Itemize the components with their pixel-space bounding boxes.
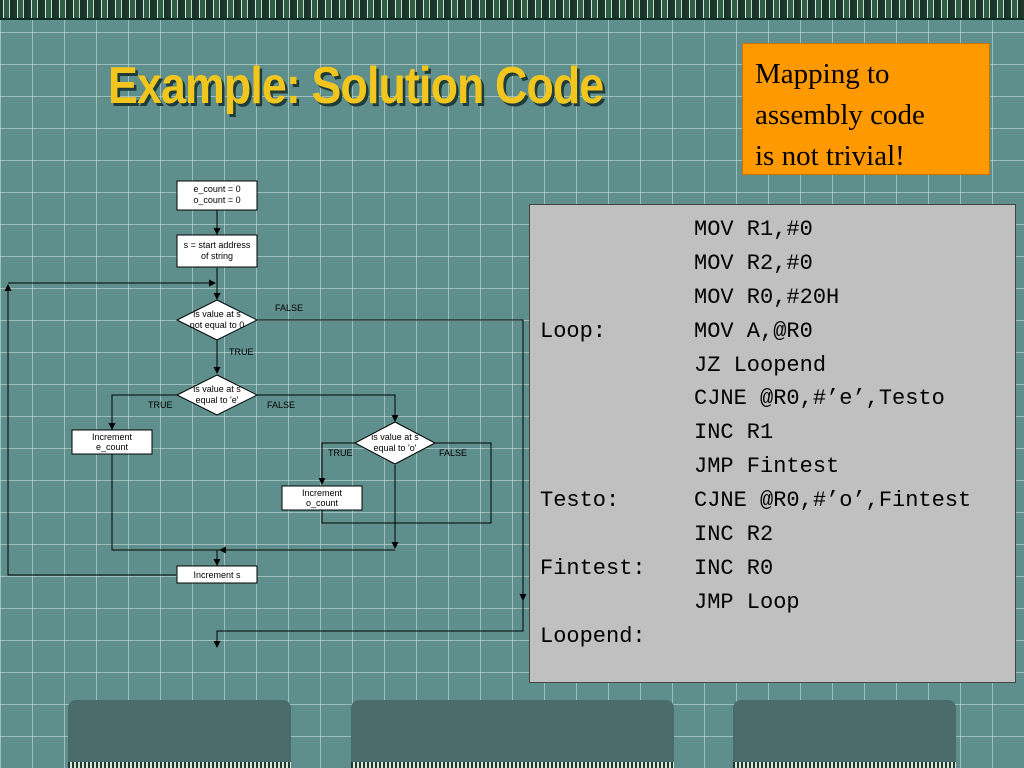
decision-equal-o-text: equal to 'o' bbox=[374, 443, 417, 453]
init-text: e_count = 0 bbox=[193, 184, 240, 194]
true-label: TRUE bbox=[328, 448, 353, 458]
circuit-board-banner bbox=[0, 0, 1024, 20]
mapping-note: Mapping to assembly code is not trivial! bbox=[742, 43, 990, 175]
true-label: TRUE bbox=[148, 400, 173, 410]
footer-panel-center bbox=[351, 700, 674, 768]
code-instruction: INC R2 bbox=[694, 522, 774, 547]
footer-panel-left bbox=[68, 700, 291, 768]
code-instruction: MOV R0,#20H bbox=[694, 285, 840, 310]
code-instruction: INC R1 bbox=[694, 420, 774, 445]
footer-panel-right bbox=[733, 700, 956, 768]
true-label: TRUE bbox=[229, 347, 254, 357]
start-address-text: s = start address bbox=[184, 240, 251, 250]
decision-equal-e-text: is value at s bbox=[193, 384, 241, 394]
increment-e-text: Increment bbox=[92, 432, 133, 442]
increment-o-text: Increment bbox=[302, 488, 343, 498]
code-instruction: MOV R2,#0 bbox=[694, 251, 813, 276]
note-line: assembly code bbox=[755, 99, 925, 131]
note-line: is not trivial! bbox=[755, 140, 905, 172]
increment-s-box bbox=[176, 565, 258, 584]
code-instruction: CJNE @R0,#’e’,Testo bbox=[694, 386, 945, 411]
code-label: Loopend: bbox=[540, 624, 646, 649]
increment-o-text: o_count bbox=[306, 498, 339, 508]
init-text: o_count = 0 bbox=[193, 195, 240, 205]
assembly-code-panel: MOV R1,#0 MOV R2,#0 MOV R0,#20H Loop: MOV… bbox=[529, 204, 1016, 683]
code-instruction: JMP Loop bbox=[694, 590, 800, 615]
false-label: FALSE bbox=[275, 303, 303, 313]
code-instruction: INC R0 bbox=[694, 556, 774, 581]
increment-e-box bbox=[71, 429, 153, 455]
code-instruction: MOV A,@R0 bbox=[694, 319, 813, 344]
start-address-box bbox=[176, 234, 258, 268]
decision-equal-e bbox=[175, 374, 259, 416]
code-label: Fintest: bbox=[540, 556, 646, 581]
start-address-text: of string bbox=[201, 251, 233, 261]
false-label: FALSE bbox=[439, 448, 467, 458]
code-label: Testo: bbox=[540, 488, 620, 513]
decision-not-zero-text: not equal to 0 bbox=[190, 320, 245, 330]
decision-not-zero-text: is value at s bbox=[193, 309, 241, 319]
decision-equal-o-text: is value at s bbox=[371, 432, 419, 442]
decision-equal-o bbox=[353, 421, 437, 465]
code-instruction: CJNE @R0,#’o’,Fintest bbox=[694, 488, 972, 513]
code-instruction: JMP Fintest bbox=[694, 454, 840, 479]
code-label: Loop: bbox=[540, 319, 607, 344]
increment-s-text: Increment s bbox=[193, 570, 241, 580]
code-instruction: MOV R1,#0 bbox=[694, 217, 813, 242]
decision-equal-e-text: equal to 'e' bbox=[196, 395, 239, 405]
increment-o-box bbox=[281, 485, 363, 511]
decision-not-zero bbox=[175, 299, 259, 341]
code-instruction: JZ Loopend bbox=[694, 353, 827, 378]
note-line: Mapping to bbox=[755, 58, 890, 90]
increment-e-text: e_count bbox=[96, 442, 129, 452]
slide-title: Example: Solution Code bbox=[108, 57, 604, 115]
init-box bbox=[176, 180, 258, 211]
false-label: FALSE bbox=[267, 400, 295, 410]
flowchart: e_count = 0 o_count = 0 s = start addres… bbox=[4, 180, 527, 648]
